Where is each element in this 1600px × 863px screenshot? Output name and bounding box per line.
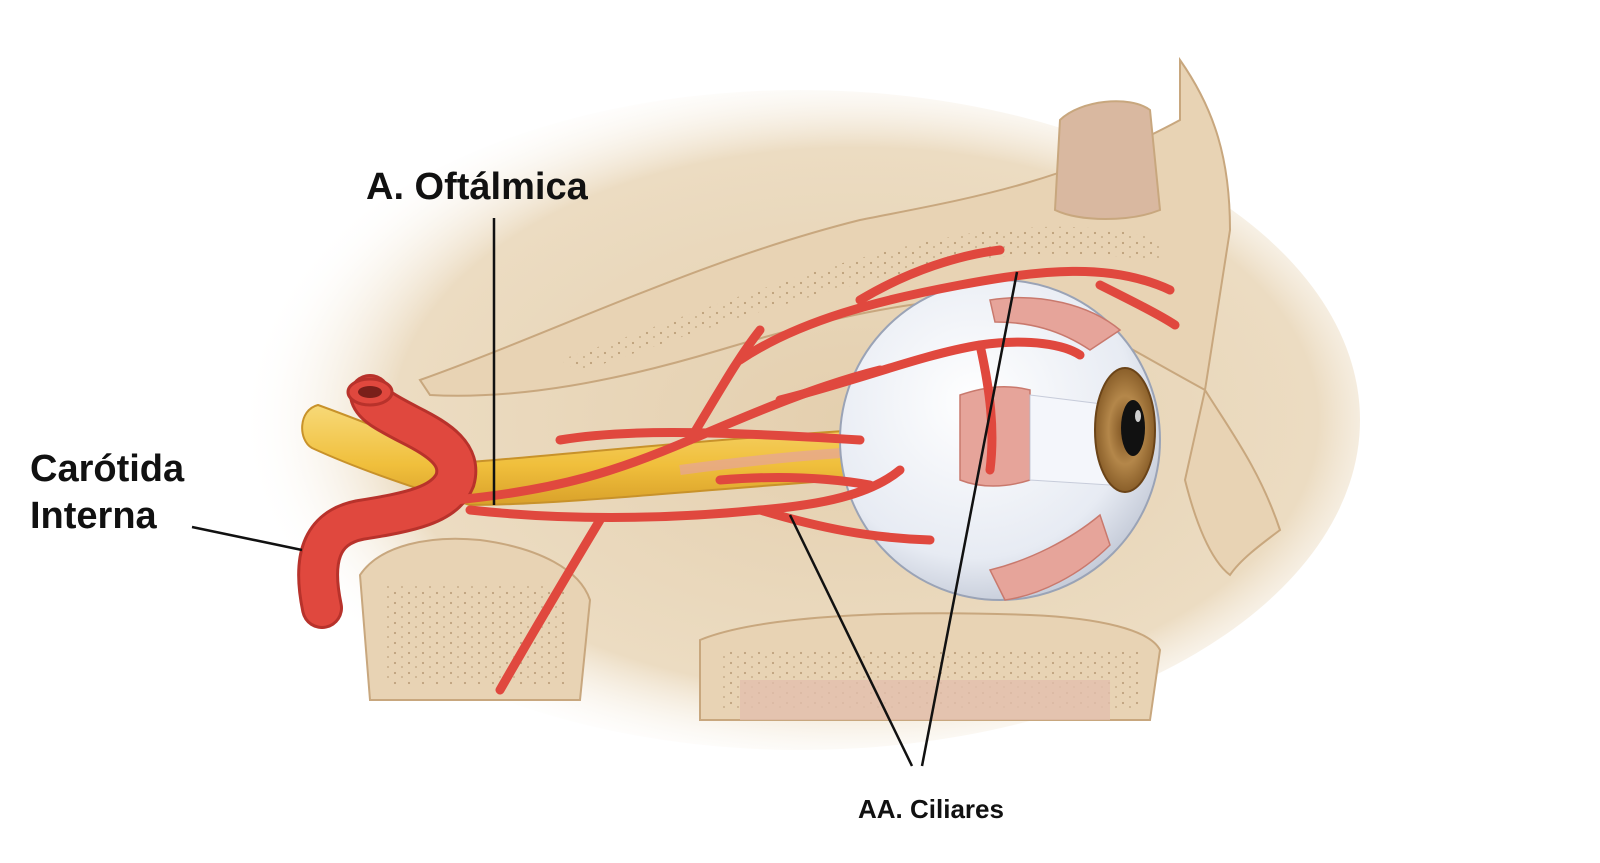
leader-line-ciliares-1	[788, 514, 914, 767]
label-ophthalmic-artery: A. Oftálmica	[366, 166, 588, 208]
eyeball	[839, 279, 1161, 601]
label-internal-carotid: Carótida Interna	[30, 446, 184, 540]
orbital-roof-bone	[418, 56, 1282, 577]
leader-lines	[191, 218, 1019, 767]
label-internal-carotid-line2: Interna	[30, 495, 157, 537]
label-internal-carotid-line1: Carótida	[30, 448, 185, 490]
leader-line-ciliares-2	[920, 271, 1019, 767]
leader-line-carotida	[191, 525, 303, 552]
arteries	[297, 245, 1180, 695]
label-ciliary-arteries: AA. Ciliares	[858, 794, 1004, 824]
